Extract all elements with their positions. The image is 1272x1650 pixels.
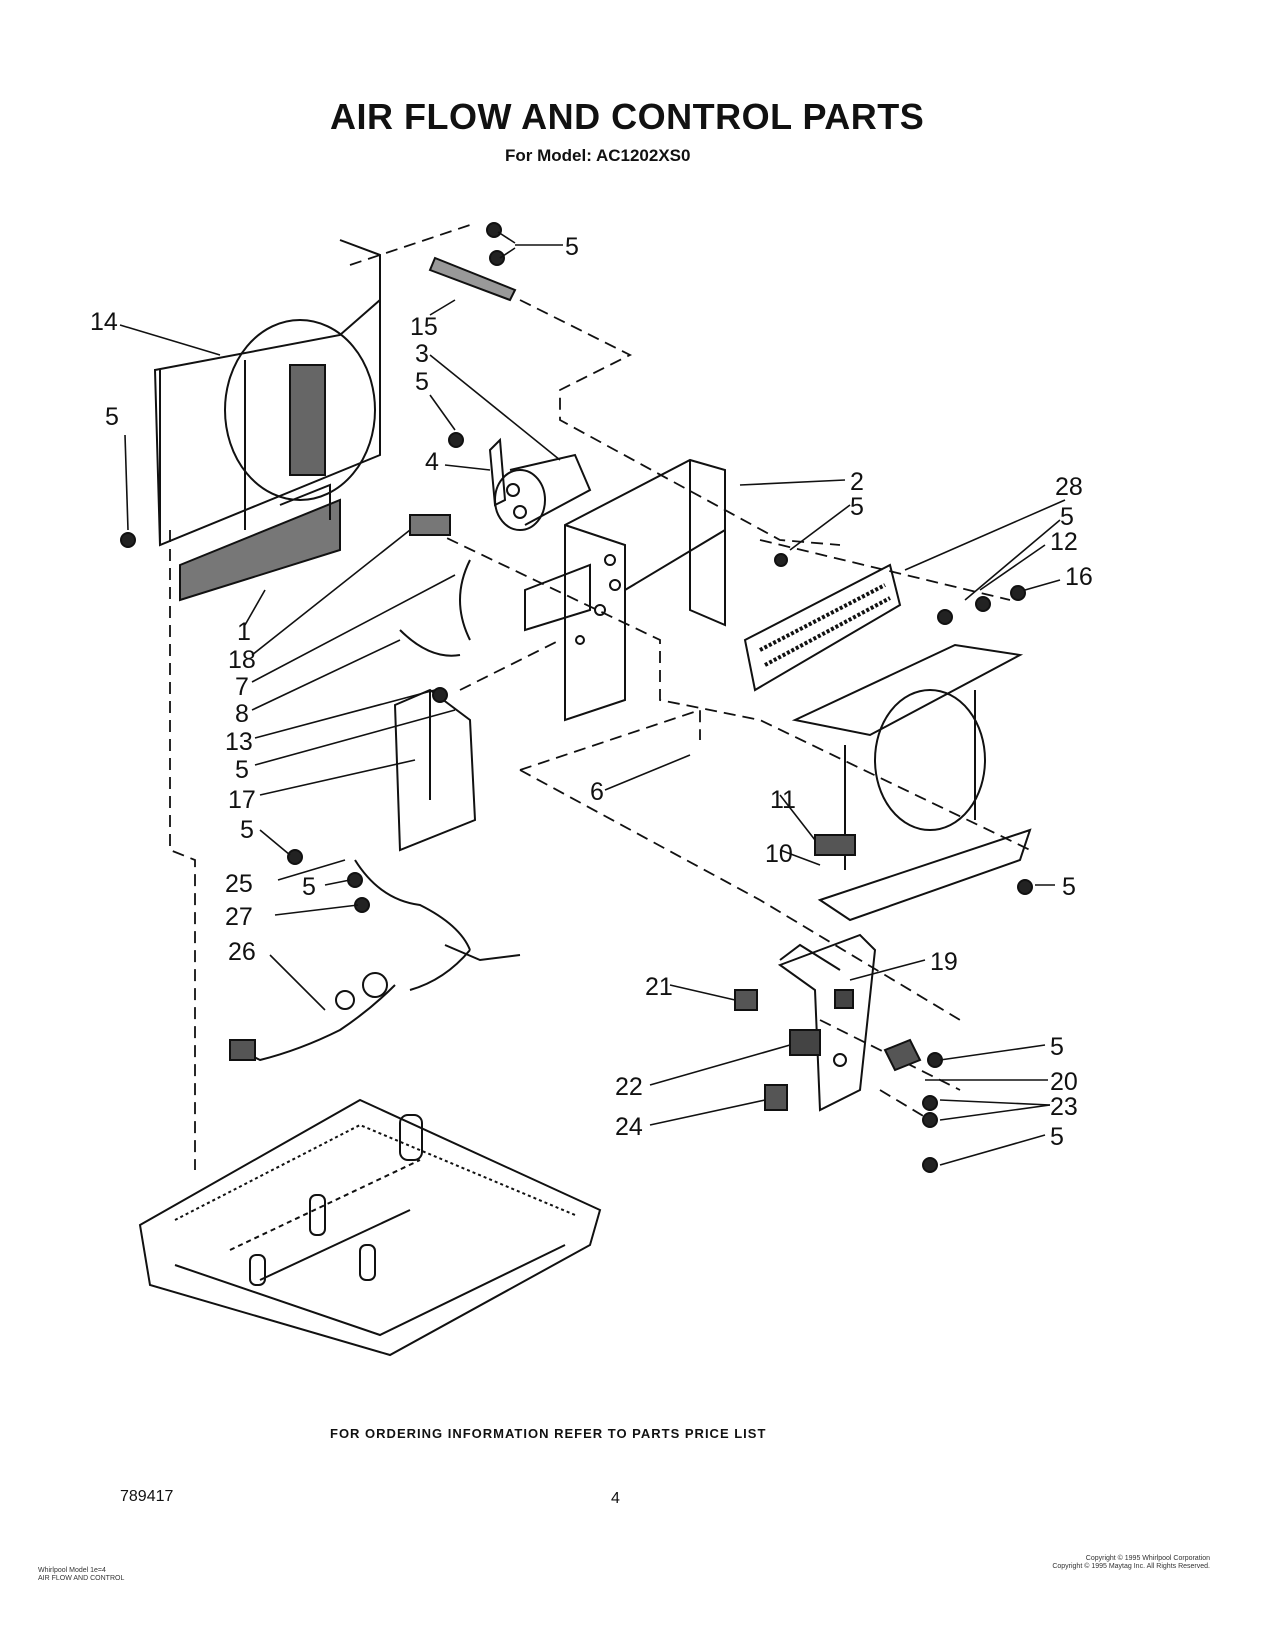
part-26-power-cord [229, 859, 521, 1062]
callout-1: 1 [237, 618, 251, 646]
callout-5: 5 [565, 233, 579, 261]
callout-28: 28 [1055, 473, 1083, 501]
callout-5: 5 [850, 493, 864, 521]
callout-14: 14 [90, 308, 118, 336]
part-14-shroud [153, 239, 381, 547]
callout-15: 15 [410, 313, 438, 341]
callout-26: 26 [228, 938, 256, 966]
copyright-line: Copyright © 1995 Maytag Inc. All Rights … [1052, 1563, 1210, 1570]
part-7-wire-harness [399, 514, 471, 657]
callout-19: 19 [930, 948, 958, 976]
callout-7: 7 [235, 673, 249, 701]
callout-5: 5 [1050, 1123, 1064, 1151]
callout-12: 12 [1050, 528, 1078, 556]
callout-5: 5 [1050, 1033, 1064, 1061]
callout-5: 5 [235, 756, 249, 784]
leader-lines [119, 231, 1066, 1166]
part-15-bracket [428, 256, 517, 302]
document-number: 789417 [120, 1488, 174, 1505]
callout-27: 27 [225, 903, 253, 931]
screws [120, 222, 1033, 1173]
copyright-line: Copyright © 1995 Whirlpool Corporation [1085, 1555, 1210, 1562]
page-number: 4 [611, 1490, 620, 1507]
callout-5: 5 [302, 873, 316, 901]
callout-13: 13 [225, 728, 253, 756]
part-1-filter [179, 483, 341, 602]
ordering-information-note: FOR ORDERING INFORMATION REFER TO PARTS … [330, 1426, 767, 1441]
fine-print-line: Whirlpool Model 1e=4 [38, 1567, 106, 1574]
callout-5: 5 [1062, 873, 1076, 901]
callout-23: 23 [1050, 1093, 1078, 1121]
callout-20: 20 [1050, 1068, 1078, 1096]
callout-17: 17 [228, 786, 256, 814]
page-title: AIR FLOW AND CONTROL PARTS [330, 96, 925, 137]
callout-3: 3 [415, 340, 429, 368]
callout-4: 4 [425, 448, 439, 476]
callout-21: 21 [645, 973, 673, 1001]
part-11-clip [814, 834, 856, 856]
callout-11: 11 [770, 786, 796, 814]
fine-print-line: AIR FLOW AND CONTROL [38, 1575, 125, 1582]
part-24-switch [764, 1084, 788, 1111]
part-28-grille [743, 563, 902, 692]
callout-5: 5 [1060, 503, 1074, 531]
callout-16: 16 [1065, 563, 1093, 591]
part-20-thermostat [883, 1038, 922, 1072]
callout-18: 18 [228, 646, 256, 674]
part-19-control-panel [777, 933, 877, 1112]
part-21-switch [734, 989, 758, 1011]
callout-22: 22 [615, 1073, 643, 1101]
callout-8: 8 [235, 700, 249, 728]
callout-2: 2 [850, 468, 864, 496]
callout-5: 5 [415, 368, 429, 396]
callout-25: 25 [225, 870, 253, 898]
part-2-motor-bracket [524, 458, 726, 722]
part-22-switch [789, 1029, 821, 1056]
model-subtitle: For Model: AC1202XS0 [505, 146, 691, 165]
base-pan [138, 1098, 602, 1357]
fine-print-left: Whirlpool Model 1e=4 AIR FLOW AND CONTRO… [38, 1567, 124, 1583]
callout-6: 6 [590, 778, 604, 806]
callout-5: 5 [105, 403, 119, 431]
callout-5: 5 [240, 816, 254, 844]
part-4-strap [488, 437, 507, 507]
callout-labels: 5 14 15 3 5 5 4 2 5 28 5 12 16 1 18 7 8 … [90, 233, 1093, 1151]
assembly-lines [169, 224, 1031, 1170]
callout-10: 10 [765, 840, 793, 868]
part-10-motor-base [791, 643, 1032, 922]
part-17-control-bracket [393, 688, 477, 852]
callout-24: 24 [615, 1113, 643, 1141]
copyright-notice: Copyright © 1995 Whirlpool Corporation C… [1052, 1555, 1210, 1571]
